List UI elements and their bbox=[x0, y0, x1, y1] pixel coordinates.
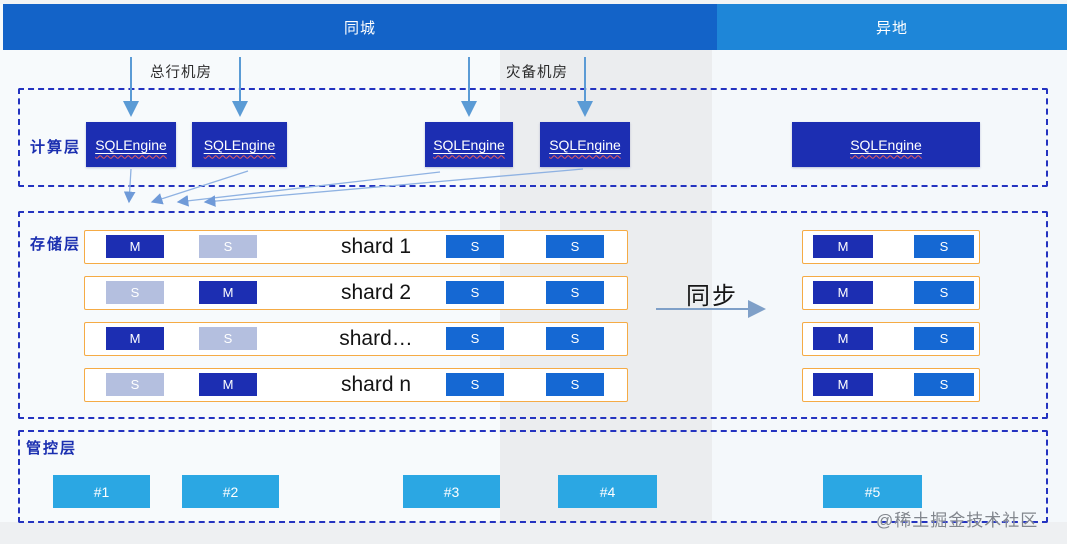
management-node: #1 bbox=[53, 475, 150, 508]
page-top-strip bbox=[0, 0, 1067, 4]
disaster-datacenter-label: 灾备机房 bbox=[506, 65, 568, 81]
header-local-label: 同城 bbox=[343, 19, 376, 37]
compute-layer-label: 计算层 bbox=[30, 139, 82, 156]
standby-node: S bbox=[106, 373, 164, 396]
sqlengine-label: SQLEngine bbox=[203, 136, 276, 153]
sqlengine-box-remote: SQLEngine bbox=[792, 122, 980, 167]
master-node: M bbox=[106, 327, 164, 350]
header-remote-site: 异地 bbox=[717, 4, 1067, 50]
sqlengine-box: SQLEngine bbox=[425, 122, 513, 167]
primary-datacenter-label: 总行机房 bbox=[150, 65, 212, 81]
page-bottom-strip bbox=[0, 522, 1067, 544]
remote-shard-row: M S bbox=[802, 276, 980, 310]
storage-layer-frame bbox=[18, 211, 1048, 419]
standby-node: S bbox=[199, 235, 257, 258]
management-node: #5 bbox=[823, 475, 922, 508]
shard-label: shard… bbox=[339, 326, 413, 350]
master-node: M bbox=[106, 235, 164, 258]
replica-node: S bbox=[446, 235, 504, 258]
replica-node: S bbox=[914, 373, 974, 396]
master-node: M bbox=[813, 235, 873, 258]
standby-node: S bbox=[106, 281, 164, 304]
replica-node: S bbox=[914, 281, 974, 304]
replica-node: S bbox=[546, 281, 604, 304]
sqlengine-box: SQLEngine bbox=[86, 122, 176, 167]
sqlengine-label: SQLEngine bbox=[433, 136, 505, 153]
sqlengine-label: SQLEngine bbox=[95, 136, 167, 153]
management-node-label: #4 bbox=[599, 483, 616, 500]
master-node: M bbox=[199, 281, 257, 304]
management-node: #2 bbox=[182, 475, 279, 508]
management-node-label: #3 bbox=[443, 483, 460, 500]
management-node: #4 bbox=[558, 475, 657, 508]
header-remote-label: 异地 bbox=[875, 19, 908, 37]
master-node: M bbox=[813, 281, 873, 304]
management-node: #3 bbox=[403, 475, 500, 508]
replica-node: S bbox=[446, 281, 504, 304]
management-node-label: #2 bbox=[222, 483, 239, 500]
shard-label: shard 2 bbox=[340, 280, 412, 304]
replica-node: S bbox=[546, 327, 604, 350]
remote-shard-row: M S bbox=[802, 368, 980, 402]
sync-label: 同步 bbox=[686, 283, 738, 310]
replica-node: S bbox=[546, 235, 604, 258]
management-node-label: #5 bbox=[864, 483, 881, 500]
management-node-label: #1 bbox=[93, 483, 110, 500]
management-layer-frame bbox=[18, 430, 1048, 523]
remote-shard-row: M S bbox=[802, 322, 980, 356]
shard-row: S M shard n S S bbox=[84, 368, 628, 402]
remote-shard-row: M S bbox=[802, 230, 980, 264]
management-layer-label: 管控层 bbox=[26, 440, 78, 457]
replica-node: S bbox=[446, 373, 504, 396]
replica-node: S bbox=[914, 235, 974, 258]
shard-row: M S shard 1 S S bbox=[84, 230, 628, 264]
storage-layer-label: 存储层 bbox=[30, 236, 82, 253]
shard-row: M S shard… S S bbox=[84, 322, 628, 356]
replica-node: S bbox=[914, 327, 974, 350]
sqlengine-box: SQLEngine bbox=[540, 122, 630, 167]
watermark: @稀土掘金技术社区 bbox=[876, 511, 1039, 530]
sqlengine-label: SQLEngine bbox=[549, 136, 621, 153]
shard-label: shard n bbox=[340, 372, 412, 396]
master-node: M bbox=[813, 327, 873, 350]
standby-node: S bbox=[199, 327, 257, 350]
master-node: M bbox=[813, 373, 873, 396]
shard-label: shard 1 bbox=[340, 234, 412, 258]
replica-node: S bbox=[446, 327, 504, 350]
master-node: M bbox=[199, 373, 257, 396]
shard-row: S M shard 2 S S bbox=[84, 276, 628, 310]
sqlengine-label: SQLEngine bbox=[850, 136, 922, 153]
header-local-site: 同城 bbox=[3, 4, 717, 50]
sqlengine-box: SQLEngine bbox=[192, 122, 287, 167]
replica-node: S bbox=[546, 373, 604, 396]
